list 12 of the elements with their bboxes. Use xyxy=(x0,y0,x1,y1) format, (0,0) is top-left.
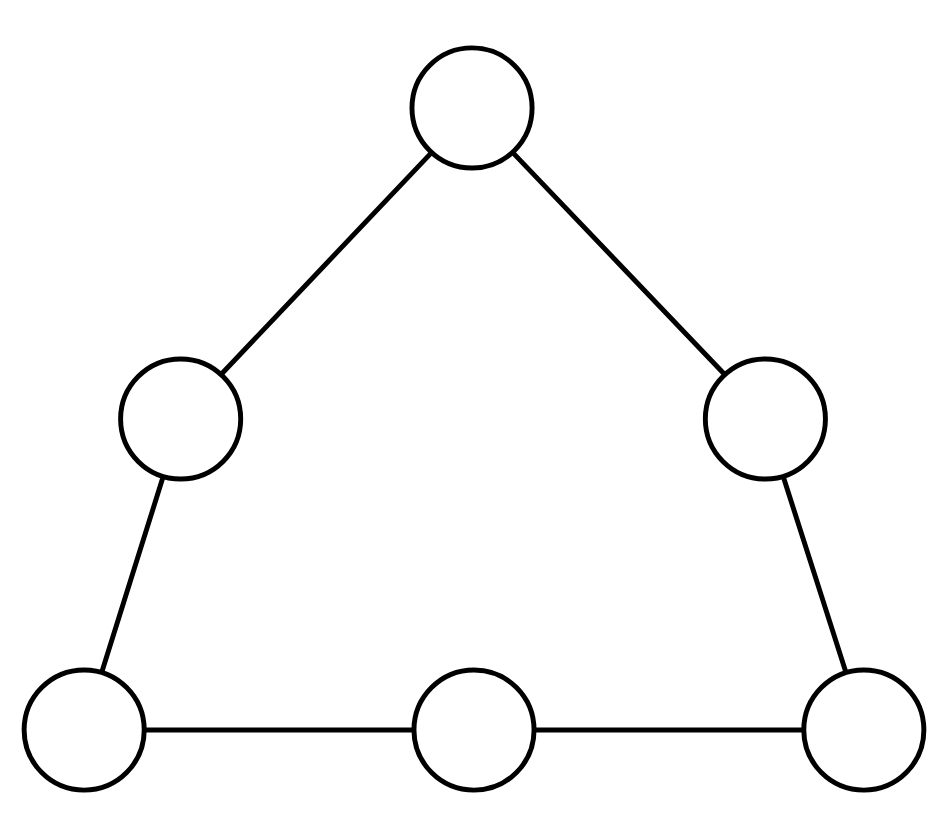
node-circle xyxy=(702,355,828,481)
node-circle xyxy=(409,44,535,170)
node-circle xyxy=(411,666,537,792)
node-circle xyxy=(21,666,147,792)
connector xyxy=(534,726,804,732)
connector xyxy=(511,149,727,375)
connector xyxy=(99,474,166,673)
connector xyxy=(219,149,434,375)
connector xyxy=(144,726,414,732)
node-circle xyxy=(801,666,927,792)
node-circle xyxy=(118,355,244,481)
connector xyxy=(780,474,849,673)
